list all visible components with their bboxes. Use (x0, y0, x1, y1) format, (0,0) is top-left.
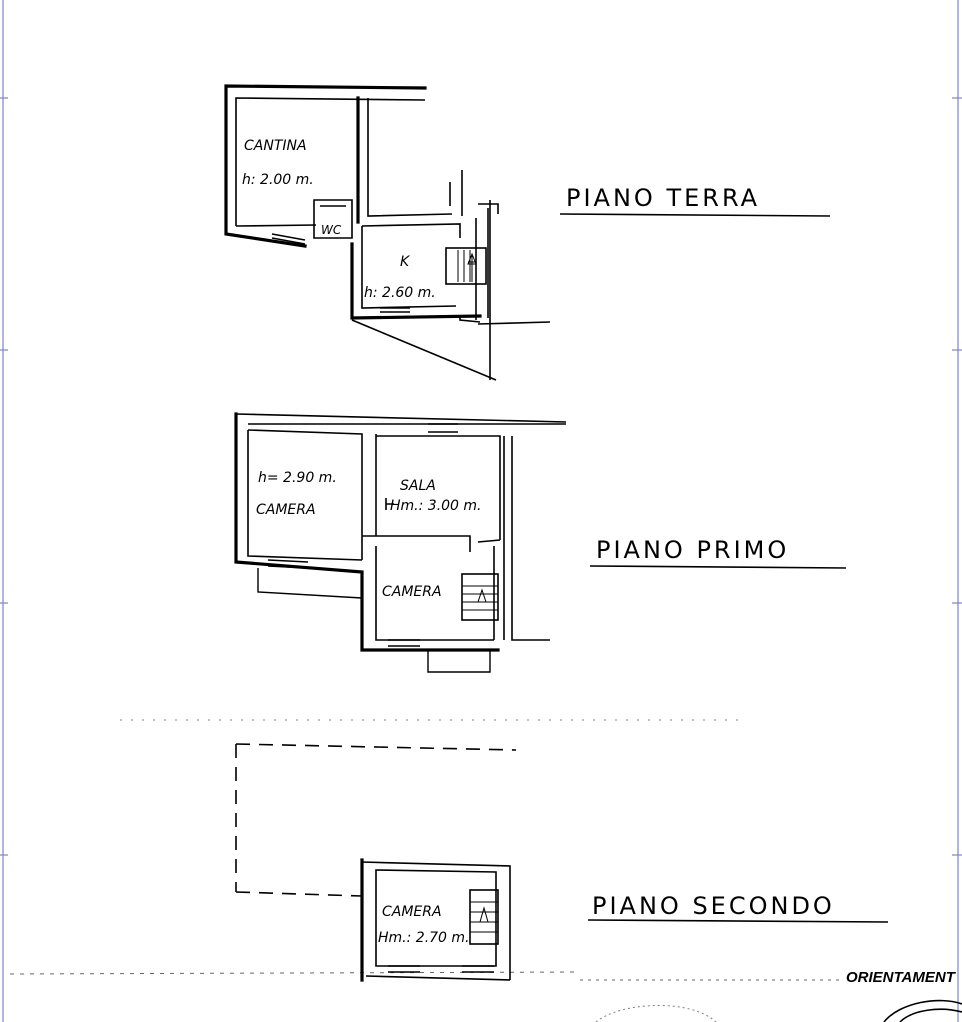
label-cantina-height: h: 2.00 m. (242, 172, 314, 188)
compass-icon (883, 999, 962, 1022)
title-piano-secondo: PIANO SECONDO (592, 892, 835, 920)
plan-piano-secondo (235, 743, 517, 982)
label-camera-secondo-height: Hm.: 2.70 m. (378, 930, 470, 946)
orientation-label: ORIENTAMENT (846, 969, 957, 986)
label-camera: CAMERA (256, 502, 316, 518)
label-kitchen-height: h: 2.60 m. (364, 285, 436, 301)
label-camera-height: h= 2.90 m. (258, 470, 337, 486)
title-piano-terra: PIANO TERRA (566, 184, 760, 212)
plan-piano-terra (224, 84, 551, 381)
label-sala: SALA (400, 478, 436, 494)
label-sala-height: Hm.: 3.00 m. (390, 498, 482, 514)
label-wc: WC (321, 223, 342, 237)
title-piano-primo: PIANO PRIMO (596, 536, 789, 564)
label-camera-2: CAMERA (382, 584, 442, 600)
plan-piano-primo (234, 412, 567, 673)
label-kitchen: K (400, 254, 411, 270)
label-camera-secondo: CAMERA (382, 904, 442, 920)
label-cantina: CANTINA (244, 138, 307, 154)
